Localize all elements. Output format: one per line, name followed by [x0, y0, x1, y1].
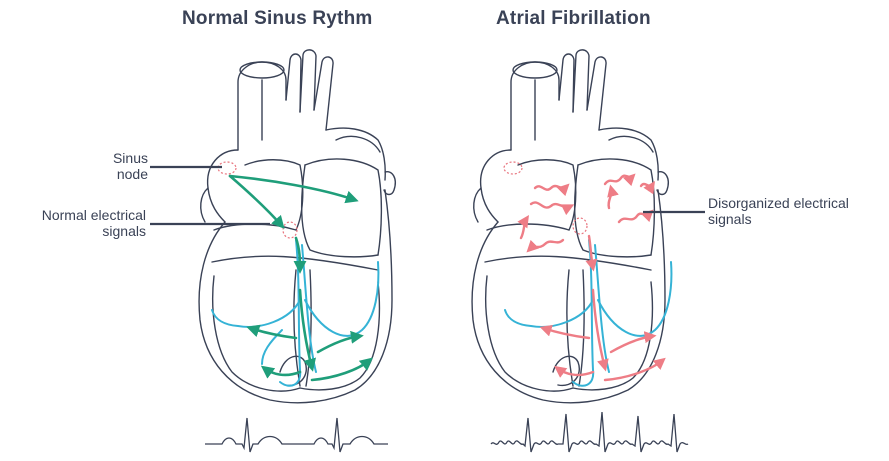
afib-arrow-7 [619, 212, 651, 222]
normal-ecg-trace [205, 418, 388, 452]
afib-conduction-system [505, 240, 671, 386]
afib-sinus-node [504, 162, 522, 174]
afib-heart [472, 50, 705, 452]
afib-arrow-4 [529, 240, 563, 250]
afib-arrow-2 [531, 202, 571, 207]
afib-arrow-apex-left [557, 368, 593, 375]
afib-heart-outline [472, 50, 668, 403]
afib-arrow-8 [641, 184, 653, 186]
afib-av-node [573, 218, 587, 234]
afib-arrow-3 [521, 218, 527, 238]
afib-ecg-trace [491, 412, 688, 452]
afib-arrow-6 [609, 188, 612, 208]
afib-arrow-right-ventricle [611, 336, 653, 352]
signal-arrow-to-left-atrium [230, 176, 355, 200]
normal-heart-outline [199, 50, 395, 403]
signal-arrow-to-av-node [230, 176, 282, 226]
signal-arrow-apex-left [264, 368, 300, 375]
signal-arrow-right-ventricle [318, 336, 360, 352]
normal-heart [150, 50, 395, 452]
conduction-system [212, 240, 378, 386]
signal-arrow-left-ventricle [250, 328, 296, 338]
afib-arrow-left-ventricle [543, 328, 589, 338]
afib-arrow-1 [535, 186, 567, 190]
afib-arrow-5 [605, 176, 633, 184]
